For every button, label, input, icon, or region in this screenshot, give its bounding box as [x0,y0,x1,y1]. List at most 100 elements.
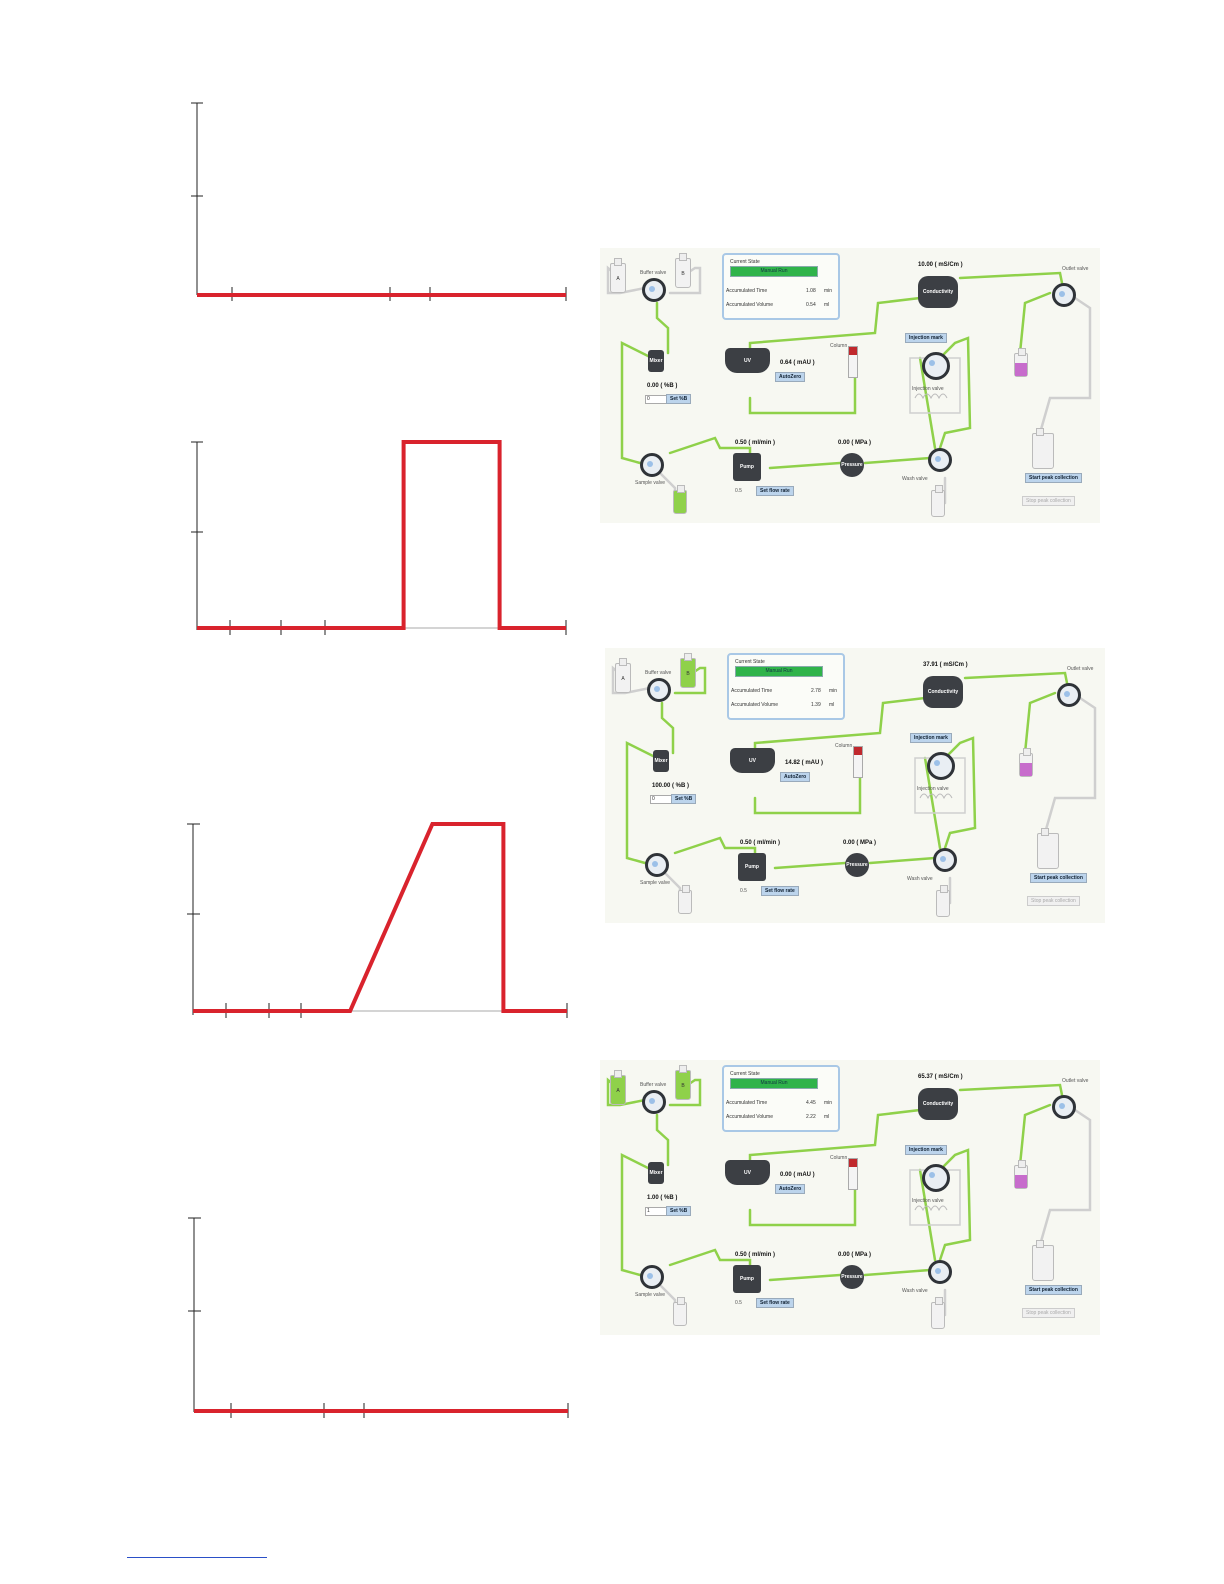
flow-rate-input[interactable]: 0.5 [735,488,742,494]
pressure-sensor-icon: Pressure [845,853,869,877]
uv-label: UV [744,1169,751,1176]
pressure-readout: 0.00 ( MPa ) [838,440,872,446]
uv-detector-icon: UV [725,348,770,373]
fraction-collector-bottle [1014,348,1028,377]
pressure-sensor-icon: Pressure [840,1265,864,1289]
conductivity-label: Conductivity [922,289,954,295]
set-percent-b-button[interactable]: Set %B [666,394,692,404]
flow-rate-input[interactable]: 0.5 [735,1300,742,1306]
buffer-valve-label: Buffer valve [645,670,672,676]
pump-label: Pump [740,464,754,470]
set-percent-b-button[interactable]: Set %B [666,1206,692,1216]
accumulated-time-unit: min [824,288,833,294]
injection-valve-icon[interactable] [922,1164,950,1192]
column-label: Column [830,1155,848,1161]
buffer-b-bottle[interactable]: B [675,253,691,288]
set-percent-b-button[interactable]: Set %B [671,794,697,804]
buffer-a-bottle[interactable]: A [610,258,626,293]
outlet-valve-icon[interactable] [1057,683,1081,707]
flow-rate-readout: 0.50 ( ml/min ) [735,440,776,446]
injection-valve-label: Injection valve [917,786,949,792]
sample-valve-label: Sample valve [635,1292,666,1298]
injection-mark-button[interactable]: Injection mark [910,733,952,743]
footer-link-underline[interactable] [127,1557,267,1558]
autozero-button[interactable]: AutoZero [775,1184,806,1194]
wash-valve-label: Wash valve [902,1288,928,1294]
buffer-b-bottle[interactable]: B [675,1065,691,1100]
accumulated-time-unit: min [829,688,838,694]
stop-peak-collection-button[interactable]: Stop peak collection [1027,896,1080,906]
fraction-collector-bottle [1019,748,1033,777]
injection-valve-icon[interactable] [922,352,950,380]
uv-label: UV [749,757,756,764]
injection-valve-icon[interactable] [927,752,955,780]
flow-rate-input[interactable]: 0.5 [740,888,747,894]
uv-label: UV [744,357,751,364]
mixer-label: Mixer [649,358,663,364]
sample-valve-icon[interactable] [640,1265,664,1289]
wash-bottle [931,1297,945,1329]
stop-peak-collection-button[interactable]: Stop peak collection [1022,1308,1075,1318]
buffer-b-bottle[interactable]: B [680,653,696,688]
sample-valve-label: Sample valve [635,480,666,486]
percent-b-readout: 1.00 ( %B ) [647,1195,678,1201]
wash-valve-icon[interactable] [928,448,952,472]
buffer-a-bottle[interactable]: A [615,658,631,693]
wash-bottle [931,485,945,517]
set-flow-rate-button[interactable]: Set flow rate [761,886,799,896]
accumulated-time-label: Accumulated Time [726,1100,768,1106]
set-flow-rate-button[interactable]: Set flow rate [756,486,794,496]
accumulated-time-unit: min [824,1100,833,1106]
current-state-box: Current State Manual Run Accumulated Tim… [722,1065,840,1132]
injection-mark-button[interactable]: Injection mark [905,1145,947,1155]
buffer-b-label: B [686,671,690,677]
start-peak-collection-button[interactable]: Start peak collection [1030,873,1087,883]
wash-valve-icon[interactable] [928,1260,952,1284]
stop-peak-collection-button[interactable]: Stop peak collection [1022,496,1075,506]
gradient-trace [193,822,567,1013]
outlet-valve-label: Outlet valve [1062,1078,1089,1084]
accumulated-time-value: 4.45 [806,1100,816,1106]
mixer-label: Mixer [654,758,668,764]
uv-detector-icon: UV [725,1160,770,1185]
sample-bottle [678,885,692,914]
percent-b-readout: 0.00 ( %B ) [647,383,678,389]
pressure-readout: 0.00 ( MPa ) [838,1252,872,1258]
buffer-valve-icon[interactable] [642,1090,666,1114]
pressure-label: Pressure [841,462,863,468]
current-state-value: Manual Run [735,666,823,677]
outlet-valve-icon[interactable] [1052,1095,1076,1119]
current-state-box: Current State Manual Run Accumulated Tim… [727,653,845,720]
percent-b-input[interactable]: 0 [645,395,668,404]
buffer-valve-icon[interactable] [647,678,671,702]
set-flow-rate-button[interactable]: Set flow rate [756,1298,794,1308]
percent-b-input[interactable]: 1 [645,1207,668,1216]
uv-readout: 0.00 ( mAU ) [780,1172,815,1178]
conductivity-meter-icon: Conductivity [918,276,958,308]
flow-path-diagram [606,265,1092,505]
column-icon [848,1158,858,1190]
injection-valve-label: Injection valve [912,1198,944,1204]
accumulated-volume-unit: ml [829,702,835,708]
pressure-sensor-icon: Pressure [840,453,864,477]
conductivity-readout: 65.37 ( mS/Cm ) [918,1074,963,1080]
pressure-label: Pressure [841,1274,863,1280]
percent-b-input[interactable]: 0 [650,795,673,804]
sample-valve-icon[interactable] [645,853,669,877]
accumulated-time-label: Accumulated Time [726,288,768,294]
buffer-valve-icon[interactable] [642,278,666,302]
buffer-valve-label: Buffer valve [640,1082,667,1088]
buffer-a-bottle[interactable]: A [610,1070,626,1105]
outlet-valve-label: Outlet valve [1062,266,1089,272]
sample-valve-icon[interactable] [640,453,664,477]
fraction-collector-bottle [1014,1160,1028,1189]
conductivity-label: Conductivity [922,1101,954,1107]
outlet-valve-icon[interactable] [1052,283,1076,307]
injection-mark-button[interactable]: Injection mark [905,333,947,343]
autozero-button[interactable]: AutoZero [780,772,811,782]
wash-valve-icon[interactable] [933,848,957,872]
start-peak-collection-button[interactable]: Start peak collection [1025,1285,1082,1295]
autozero-button[interactable]: AutoZero [775,372,806,382]
accumulated-volume-value: 2.22 [806,1114,816,1120]
start-peak-collection-button[interactable]: Start peak collection [1025,473,1082,483]
